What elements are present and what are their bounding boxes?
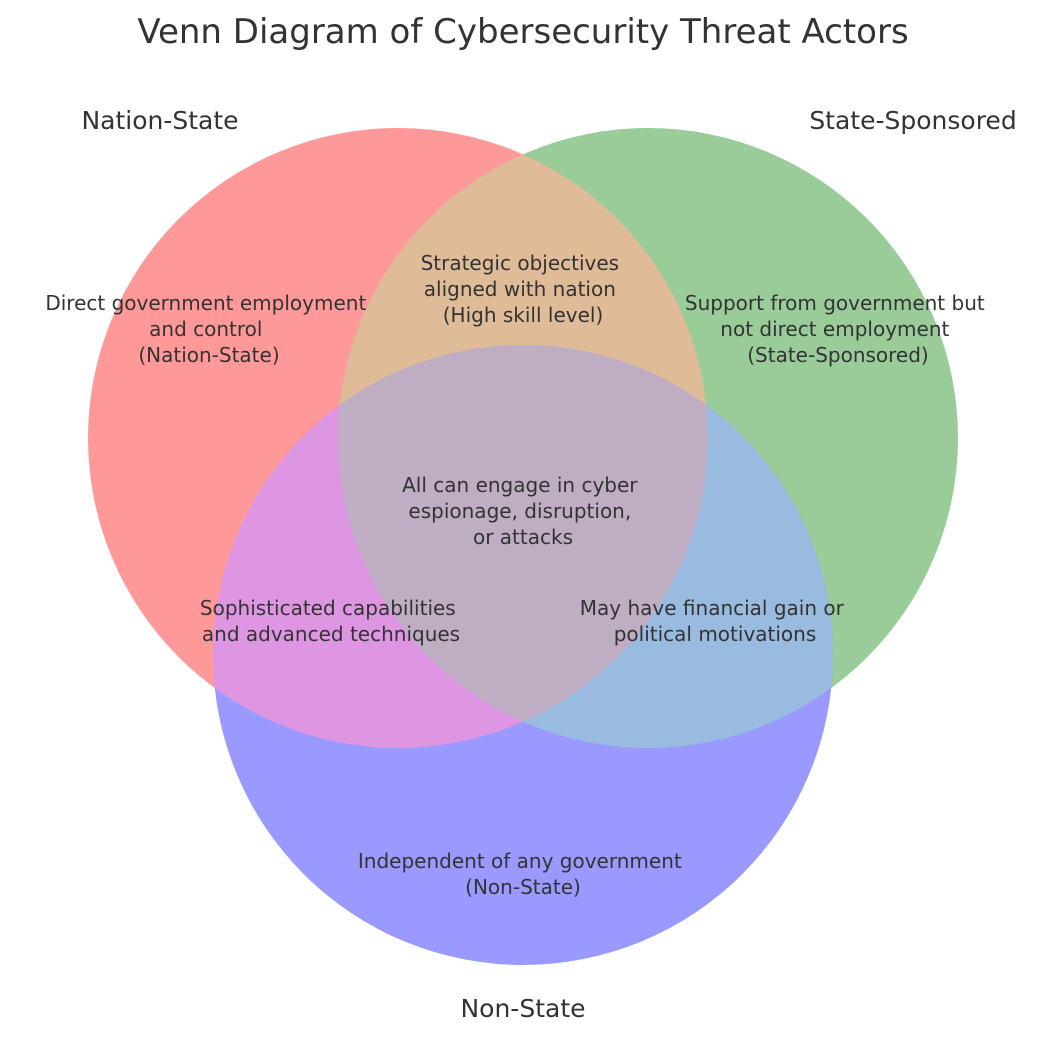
region-text-sponsored-non: May have financial gain or political mot… [580, 596, 850, 646]
set-label-nation-state: Nation-State [81, 106, 238, 135]
overlap-all [338, 345, 708, 748]
set-label-non-state: Non-State [460, 994, 585, 1023]
set-label-state-sponsored: State-Sponsored [809, 106, 1016, 135]
region-text-non-state: Independent of any government (Non-State… [358, 849, 688, 899]
diagram-title: Venn Diagram of Cybersecurity Threat Act… [137, 12, 908, 52]
region-text-nation-non: Sophisticated capabilities and advanced … [200, 596, 462, 646]
region-text-nation-sponsored: Strategic objectives aligned with nation… [421, 251, 626, 327]
region-text-nation-state: Direct government employment and control… [45, 291, 372, 367]
region-text-state-sponsored: Support from government but not direct e… [685, 291, 991, 367]
region-text-all: All can engage in cyber espionage, disru… [402, 473, 644, 549]
